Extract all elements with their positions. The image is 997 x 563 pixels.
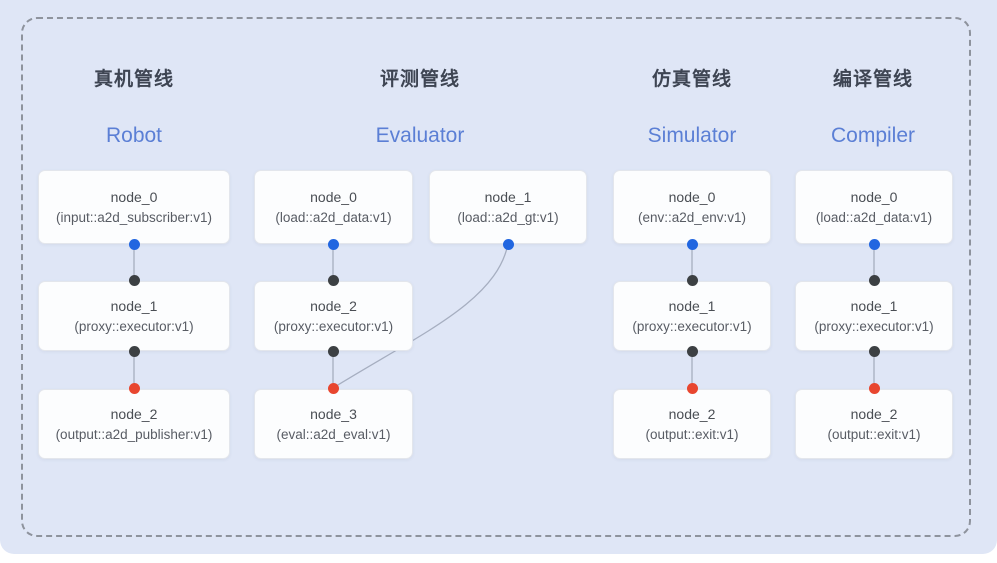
node-compiler-0: node_0 (load::a2d_data:v1) xyxy=(795,170,953,244)
node-evaluator-1: node_1 (load::a2d_gt:v1) xyxy=(429,170,587,244)
output-port-dot xyxy=(128,345,140,357)
node-type: (proxy::executor:v1) xyxy=(273,318,394,334)
node-type: (proxy::executor:v1) xyxy=(632,318,752,334)
node-robot-0: node_0 (input::a2d_subscriber:v1) xyxy=(38,170,230,244)
final-input-port-dot xyxy=(686,382,698,394)
node-type: (input::a2d_subscriber:v1) xyxy=(55,209,213,225)
pipeline-title-zh-evaluator: 评测管线 xyxy=(379,69,460,90)
node-name: node_2 xyxy=(668,405,716,422)
input-port-dot xyxy=(868,274,880,286)
node-evaluator-2: node_2 (proxy::executor:v1) xyxy=(254,281,413,351)
output-port-dot xyxy=(686,238,698,250)
node-name: node_0 xyxy=(310,188,357,205)
node-name: node_1 xyxy=(110,297,158,314)
node-type: (eval::a2d_eval:v1) xyxy=(276,426,391,442)
node-type: (load::a2d_gt:v1) xyxy=(457,209,559,225)
node-name: node_1 xyxy=(484,188,532,205)
node-evaluator-3: node_3 (eval::a2d_eval:v1) xyxy=(254,389,413,459)
node-type: (output::exit:v1) xyxy=(645,426,739,442)
pipeline-title-en-robot: Robot xyxy=(105,124,163,147)
output-port-dot xyxy=(327,345,339,357)
output-port-dot xyxy=(686,345,698,357)
node-type: (output::a2d_publisher:v1) xyxy=(55,426,213,442)
node-name: node_2 xyxy=(110,405,158,422)
node-type: (load::a2d_data:v1) xyxy=(815,209,933,225)
node-simulator-2: node_2 (output::exit:v1) xyxy=(613,389,771,459)
output-port-dot xyxy=(327,238,339,250)
pipeline-title-zh-robot: 真机管线 xyxy=(93,69,174,90)
final-input-port-dot xyxy=(128,382,140,394)
node-type: (env::a2d_env:v1) xyxy=(637,209,747,225)
output-port-dot xyxy=(128,238,140,250)
pipeline-title-en-compiler: Compiler xyxy=(830,124,916,147)
final-input-port-dot xyxy=(868,382,880,394)
input-port-dot xyxy=(327,274,339,286)
pipeline-title-en-simulator: Simulator xyxy=(647,124,737,147)
node-compiler-2: node_2 (output::exit:v1) xyxy=(795,389,953,459)
node-name: node_0 xyxy=(110,188,158,205)
input-port-dot xyxy=(686,274,698,286)
node-name: node_0 xyxy=(668,188,716,205)
node-name: node_1 xyxy=(668,297,716,314)
node-evaluator-0: node_0 (load::a2d_data:v1) xyxy=(254,170,413,244)
node-type: (output::exit:v1) xyxy=(827,426,921,442)
node-simulator-0: node_0 (env::a2d_env:v1) xyxy=(613,170,771,244)
node-name: node_0 xyxy=(850,188,898,205)
node-type: (proxy::executor:v1) xyxy=(814,318,934,334)
node-compiler-1: node_1 (proxy::executor:v1) xyxy=(795,281,953,351)
output-port-dot xyxy=(868,238,880,250)
final-input-port-dot xyxy=(327,382,339,394)
node-name: node_3 xyxy=(310,405,357,422)
pipeline-title-zh-compiler: 编译管线 xyxy=(832,69,913,90)
node-robot-2: node_2 (output::a2d_publisher:v1) xyxy=(38,389,230,459)
dashed-frame xyxy=(21,17,971,537)
node-type: (load::a2d_data:v1) xyxy=(275,209,392,225)
node-name: node_2 xyxy=(850,405,898,422)
node-robot-1: node_1 (proxy::executor:v1) xyxy=(38,281,230,351)
node-simulator-1: node_1 (proxy::executor:v1) xyxy=(613,281,771,351)
pipeline-title-en-evaluator: Evaluator xyxy=(375,124,465,147)
output-port-dot xyxy=(502,238,514,250)
node-name: node_1 xyxy=(850,297,898,314)
edge-eval-n1-n3-curve xyxy=(332,243,509,389)
input-port-dot xyxy=(128,274,140,286)
pipeline-title-zh-simulator: 仿真管线 xyxy=(651,69,732,90)
node-name: node_2 xyxy=(310,297,357,314)
node-type: (proxy::executor:v1) xyxy=(74,318,194,334)
output-port-dot xyxy=(868,345,880,357)
